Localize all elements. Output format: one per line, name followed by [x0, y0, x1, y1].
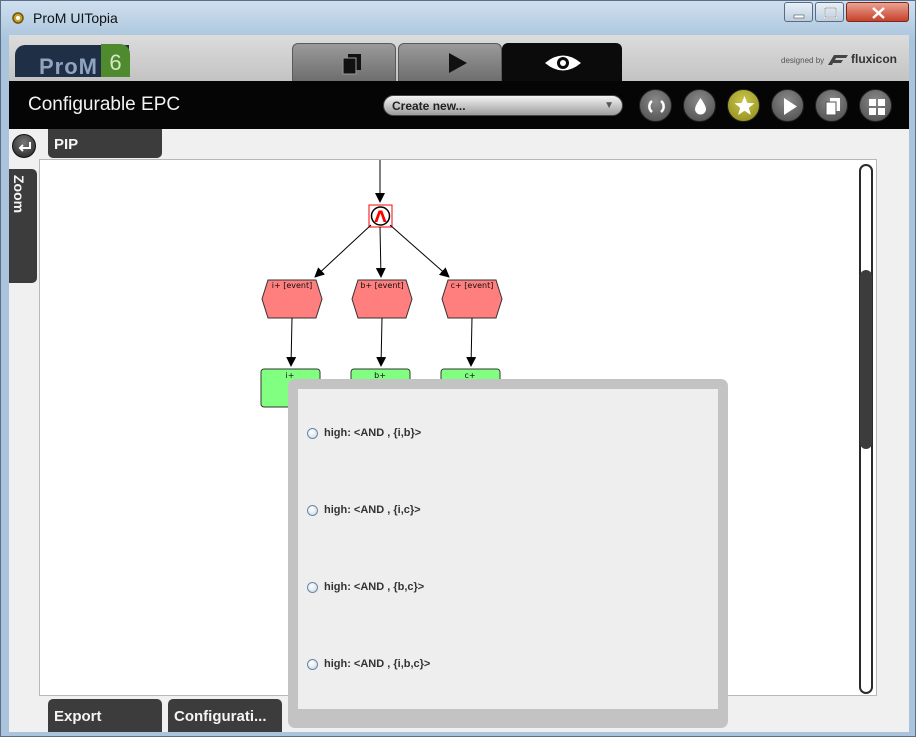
event-label: c+ [event]	[451, 281, 494, 290]
gear-app-icon	[12, 12, 24, 24]
event-node[interactable]: i+ [event]	[261, 279, 323, 319]
export-tab[interactable]: Export	[48, 699, 162, 732]
copy-button[interactable]	[815, 89, 848, 122]
play-icon	[449, 53, 467, 73]
prom-header: ProM 6 designed by	[9, 35, 909, 81]
option-label: high: <AND , {b,c}>	[324, 581, 425, 593]
refresh-button[interactable]	[639, 89, 672, 122]
configuration-popup: high: <AND , {i,b}> high: <AND , {i,c}> …	[288, 379, 728, 728]
prom-logo: ProM 6	[15, 44, 130, 79]
option-label: high: <AND , {i,c}>	[324, 504, 421, 516]
edge-event-function-3	[466, 317, 477, 367]
back-button[interactable]	[12, 134, 36, 158]
view-toolbar: Configurable EPC Create new... ▼	[9, 81, 909, 129]
zoom-tab[interactable]: Zoom	[9, 169, 37, 283]
return-icon	[18, 142, 31, 152]
radio-button[interactable]	[307, 428, 318, 439]
connector-symbol: Λ	[374, 207, 387, 226]
event-node[interactable]: b+ [event]	[351, 279, 413, 319]
star-icon	[734, 96, 755, 115]
grid-button[interactable]	[859, 89, 892, 122]
favorite-button[interactable]	[727, 89, 760, 122]
edge-and-event-3	[389, 224, 450, 278]
event-label: i+ [event]	[272, 281, 313, 290]
chevron-down-icon: ▼	[604, 100, 614, 111]
tab-workspace[interactable]	[292, 43, 396, 81]
edge-event-function-2	[376, 317, 387, 367]
grid-icon	[869, 99, 885, 115]
option-label: high: <AND , {i,b}>	[324, 427, 422, 439]
function-label: b+	[374, 371, 386, 380]
title-bar[interactable]: ProM UITopia	[1, 1, 916, 35]
view-title: Configurable EPC	[28, 94, 181, 115]
copy-icon	[342, 54, 361, 75]
radio-button[interactable]	[307, 582, 318, 593]
play-icon	[784, 98, 797, 115]
scrollbar-thumb[interactable]	[860, 270, 872, 449]
fluxicon-brand: fluxicon	[851, 52, 898, 66]
drop-icon	[695, 98, 706, 115]
function-label: i+	[286, 371, 295, 380]
export-tab-label: Export	[54, 708, 102, 725]
close-icon	[872, 7, 885, 19]
zoom-tab-label: Zoom	[11, 175, 27, 214]
configuration-tab-label: Configurati...	[174, 708, 267, 725]
prom-client: ProM 6 designed by	[9, 35, 909, 732]
create-new-dropdown[interactable]: Create new... ▼	[383, 95, 623, 116]
logo-text: ProM	[39, 54, 98, 79]
configuration-tab[interactable]: Configurati...	[168, 699, 282, 732]
configuration-options-panel: high: <AND , {i,b}> high: <AND , {i,c}> …	[298, 389, 718, 709]
fluxicon-logo-icon	[828, 55, 848, 65]
function-label: c+	[464, 371, 475, 380]
radio-button[interactable]	[307, 659, 318, 670]
create-new-label: Create new...	[392, 99, 466, 113]
tab-actions[interactable]	[398, 43, 502, 81]
minimize-icon	[793, 14, 805, 19]
edge-event-function-1	[286, 317, 297, 367]
edge-and-event-2	[375, 226, 386, 278]
designed-by-label: designed by	[781, 56, 825, 65]
close-button[interactable]	[846, 2, 909, 22]
and-connector[interactable]: Λ	[368, 204, 393, 228]
radio-button[interactable]	[307, 505, 318, 516]
maximize-button[interactable]	[815, 2, 844, 22]
run-button[interactable]	[771, 89, 804, 122]
copy-icon	[825, 98, 840, 116]
pip-tab[interactable]: PIP	[48, 129, 162, 158]
event-node[interactable]: c+ [event]	[441, 279, 503, 319]
refresh-icon	[648, 100, 665, 113]
window-title: ProM UITopia	[33, 10, 118, 26]
pip-tab-label: PIP	[54, 136, 79, 153]
edge-and-event-1	[314, 224, 372, 278]
color-button[interactable]	[683, 89, 716, 122]
minimize-button[interactable]	[784, 2, 813, 22]
view-area: PIP Zoom Λ	[9, 129, 909, 732]
eye-icon	[545, 55, 581, 71]
event-label: b+ [event]	[360, 281, 403, 290]
logo-version: 6	[101, 44, 130, 77]
tab-views[interactable]	[502, 43, 622, 81]
option-label: high: <AND , {i,b,c}>	[324, 658, 431, 670]
maximize-icon	[824, 7, 837, 18]
epc-graph: Λ i+ [event] b+ [event] c	[260, 160, 503, 408]
